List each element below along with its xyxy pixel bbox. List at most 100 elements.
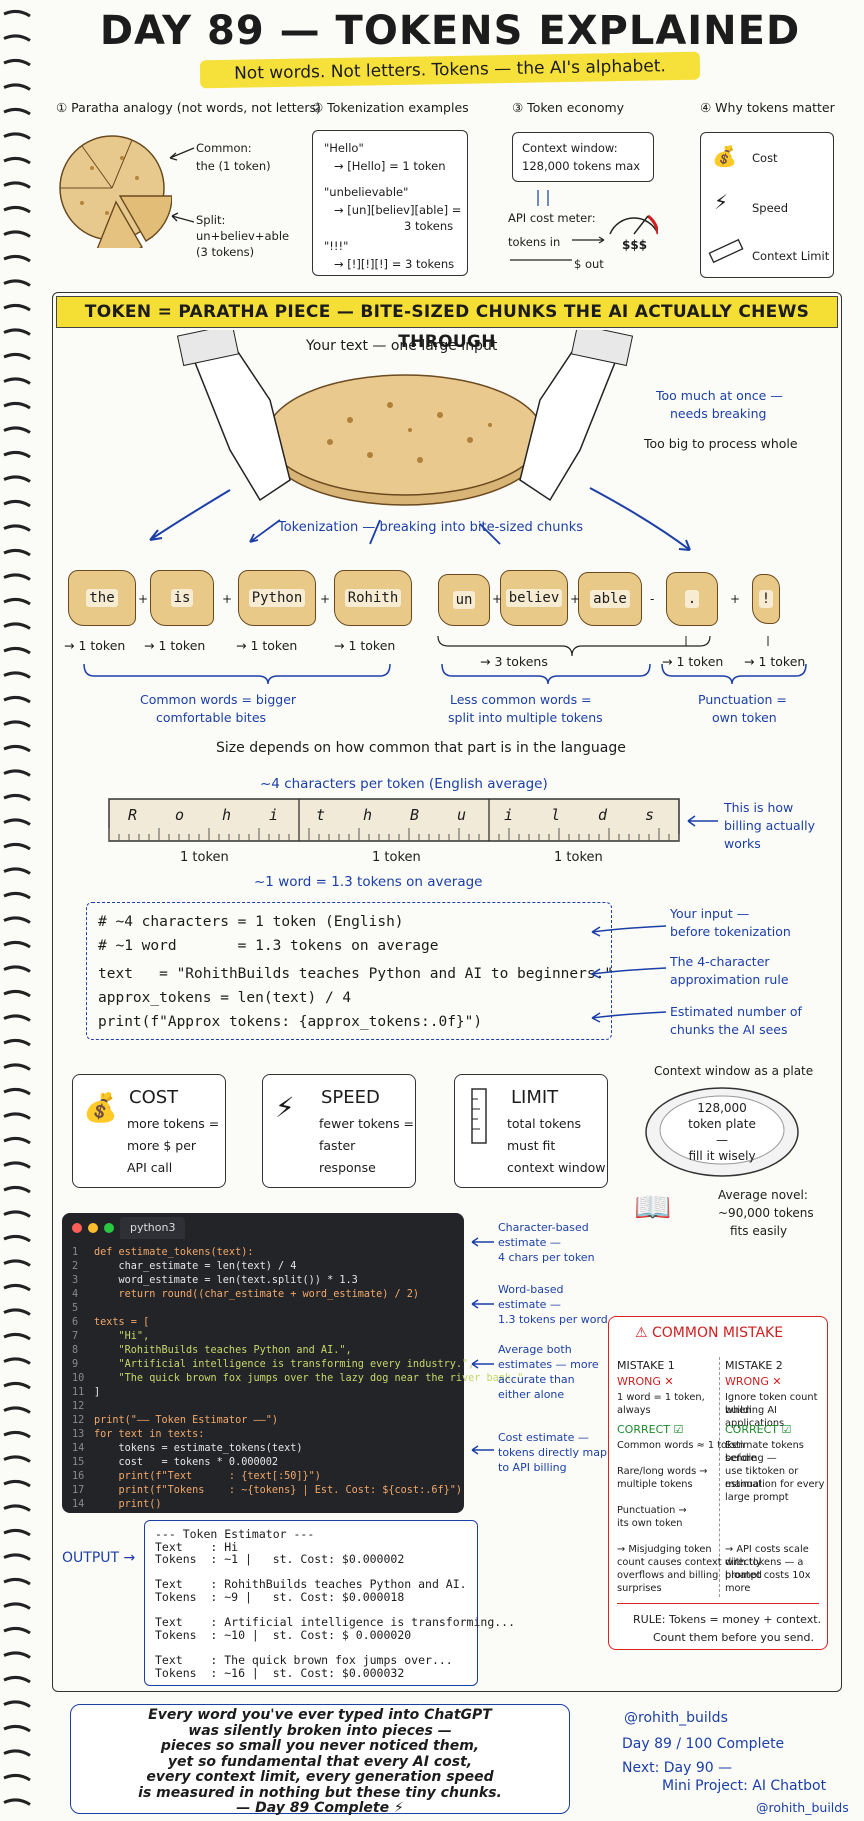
ruler-letter: u [457, 806, 467, 824]
ruler-graphic [108, 798, 680, 842]
spiral-ring [3, 1430, 31, 1439]
line-number: 17 [72, 1485, 85, 1496]
handle-bottom[interactable]: @rohith_builds [756, 1800, 849, 1815]
editor-line: 10 "The quick brown fox jumps over the l… [72, 1373, 523, 1384]
output-line: Text : RohithBuilds teaches Python and A… [155, 1577, 467, 1592]
spiral-ring [3, 450, 31, 459]
plus-sign: + [570, 592, 581, 606]
spiral-ring [3, 1479, 31, 1488]
ruler-top-label: ~4 characters per token (English average… [260, 776, 548, 792]
spiral-ring [3, 132, 31, 140]
plate-line: token plate — [688, 1117, 756, 1147]
spiral-ring [3, 205, 31, 214]
spiral-ring [3, 1014, 31, 1022]
editor-annotation: 1.3 tokens per word [498, 1313, 608, 1326]
code-snippet-box [86, 902, 612, 1040]
line-code: print("—— Token Estimator ——") [94, 1415, 279, 1426]
example-line: "!!!" [324, 239, 349, 253]
spiral-ring [3, 1773, 31, 1782]
maximize-dot-icon[interactable] [104, 1223, 114, 1233]
plate-line: fill it wisely [688, 1149, 756, 1163]
spiral-ring [3, 1577, 31, 1586]
plus-sign: + [730, 592, 741, 606]
limit-card-line: must fit [507, 1138, 556, 1153]
spiral-ring [3, 1455, 31, 1463]
plate-text: 128,000 token plate — fill it wisely [686, 1100, 758, 1164]
code-annotation: chunks the AI sees [670, 1022, 788, 1037]
spiral-ring [3, 1724, 31, 1733]
spiral-ring [3, 303, 31, 312]
group-less-common-label: split into multiple tokens [448, 710, 603, 725]
spiral-ring [3, 769, 31, 777]
code-line: print(f"Approx tokens: {approx_tokens:.0… [98, 1014, 483, 1030]
line-code: cost = tokens * 0.000002 [94, 1457, 279, 1468]
mistake-text: its own token [617, 1518, 683, 1529]
too-big-label: Too big to process whole [644, 436, 798, 451]
spiral-ring [3, 9, 31, 18]
spiral-ring [3, 524, 31, 532]
output-line: Text : The quick brown fox jumps over... [155, 1653, 453, 1667]
ruler-bottom-label: ~1 word = 1.3 tokens on average [254, 874, 483, 890]
annotation-arrows [471, 1237, 494, 1455]
output-line: --- Token Estimator --- [155, 1527, 315, 1541]
spiral-ring [3, 1528, 31, 1537]
mistake-text: Estimate tokens before [725, 1440, 804, 1464]
closing-quote-box: Every word you've ever typed into ChatGP… [70, 1704, 570, 1816]
editor-annotation: either alone [498, 1388, 565, 1401]
minimize-dot-icon[interactable] [88, 1223, 98, 1233]
spiral-ring [3, 181, 31, 189]
tokenization-label: Tokenization — breaking into bite-sized … [278, 520, 584, 535]
spiral-ring [3, 156, 31, 165]
line-code: def estimate_tokens(text): [94, 1247, 254, 1258]
line-code: "The quick brown fox jumps over the lazy… [94, 1373, 524, 1384]
spiral-ring [3, 1406, 31, 1414]
group-less-common-label: Less common words = [450, 692, 592, 707]
ruler-letter: h [363, 806, 373, 824]
mistake-text: count causes context [617, 1557, 722, 1568]
spiral-ring [3, 1087, 31, 1096]
spiral-ring [3, 1283, 31, 1292]
spiral-ring [3, 989, 31, 998]
ruler-letter: B [410, 806, 420, 824]
handle[interactable]: @rohith_builds [624, 1710, 728, 1726]
too-much-label: Too much at once — [656, 388, 783, 403]
spiral-ring [3, 1749, 31, 1757]
cost-meter-label: API cost meter: [508, 211, 596, 225]
editor-line: 2 char_estimate = len(text) / 4 [72, 1261, 296, 1272]
spiral-ring [3, 793, 31, 802]
editor-tab[interactable]: python3 [120, 1217, 186, 1239]
ruler-token-label: 1 token [554, 850, 603, 865]
editor-annotation: Cost estimate — [498, 1431, 589, 1444]
close-dot-icon[interactable] [72, 1223, 82, 1233]
code-line: # ~4 characters = 1 token (English) [98, 914, 404, 930]
ruler-letter: t [316, 806, 326, 824]
spiral-ring [3, 867, 31, 875]
book-icon: 📖 [634, 1190, 672, 1225]
billing-note: This is how [724, 800, 794, 815]
spiral-ring [3, 695, 31, 704]
editor-line: 17 print(f"Tokens : ~{tokens} | Est. Cos… [72, 1485, 462, 1496]
code-annotation: The 4-character [670, 954, 770, 969]
editor-line: 8 "RohithBuilds teaches Python and AI.", [72, 1345, 352, 1356]
line-number: 9 [72, 1359, 79, 1370]
output-line: Text : Hi [155, 1539, 239, 1554]
spiral-ring [3, 1234, 31, 1243]
mistake-text: Ignore token count when [725, 1392, 818, 1416]
line-number: 14 [72, 1499, 85, 1510]
mistake-text: with tokens — a bloated [725, 1557, 804, 1581]
code-line: approx_tokens = len(text) / 4 [98, 990, 352, 1006]
common-label: Common: [196, 141, 252, 155]
spiral-ring [3, 107, 31, 116]
editor-annotation: estimates — more [498, 1358, 599, 1371]
line-number: 12 [72, 1401, 85, 1412]
line-number: 8 [72, 1345, 79, 1356]
output-label: OUTPUT → [62, 1550, 136, 1566]
mistake-1-label: MISTAKE 1 [617, 1359, 675, 1372]
common-mistake-box: ⚠ COMMON MISTAKE MISTAKE 1 MISTAKE 2 WRO… [608, 1316, 828, 1650]
page-subtitle: Not words. Not letters. Tokens — the AI'… [199, 51, 701, 89]
correct-label: CORRECT ☑ [617, 1423, 684, 1436]
editor-line: 14 tokens = estimate_tokens(text) [72, 1443, 303, 1454]
plate-illustration [645, 1087, 799, 1177]
